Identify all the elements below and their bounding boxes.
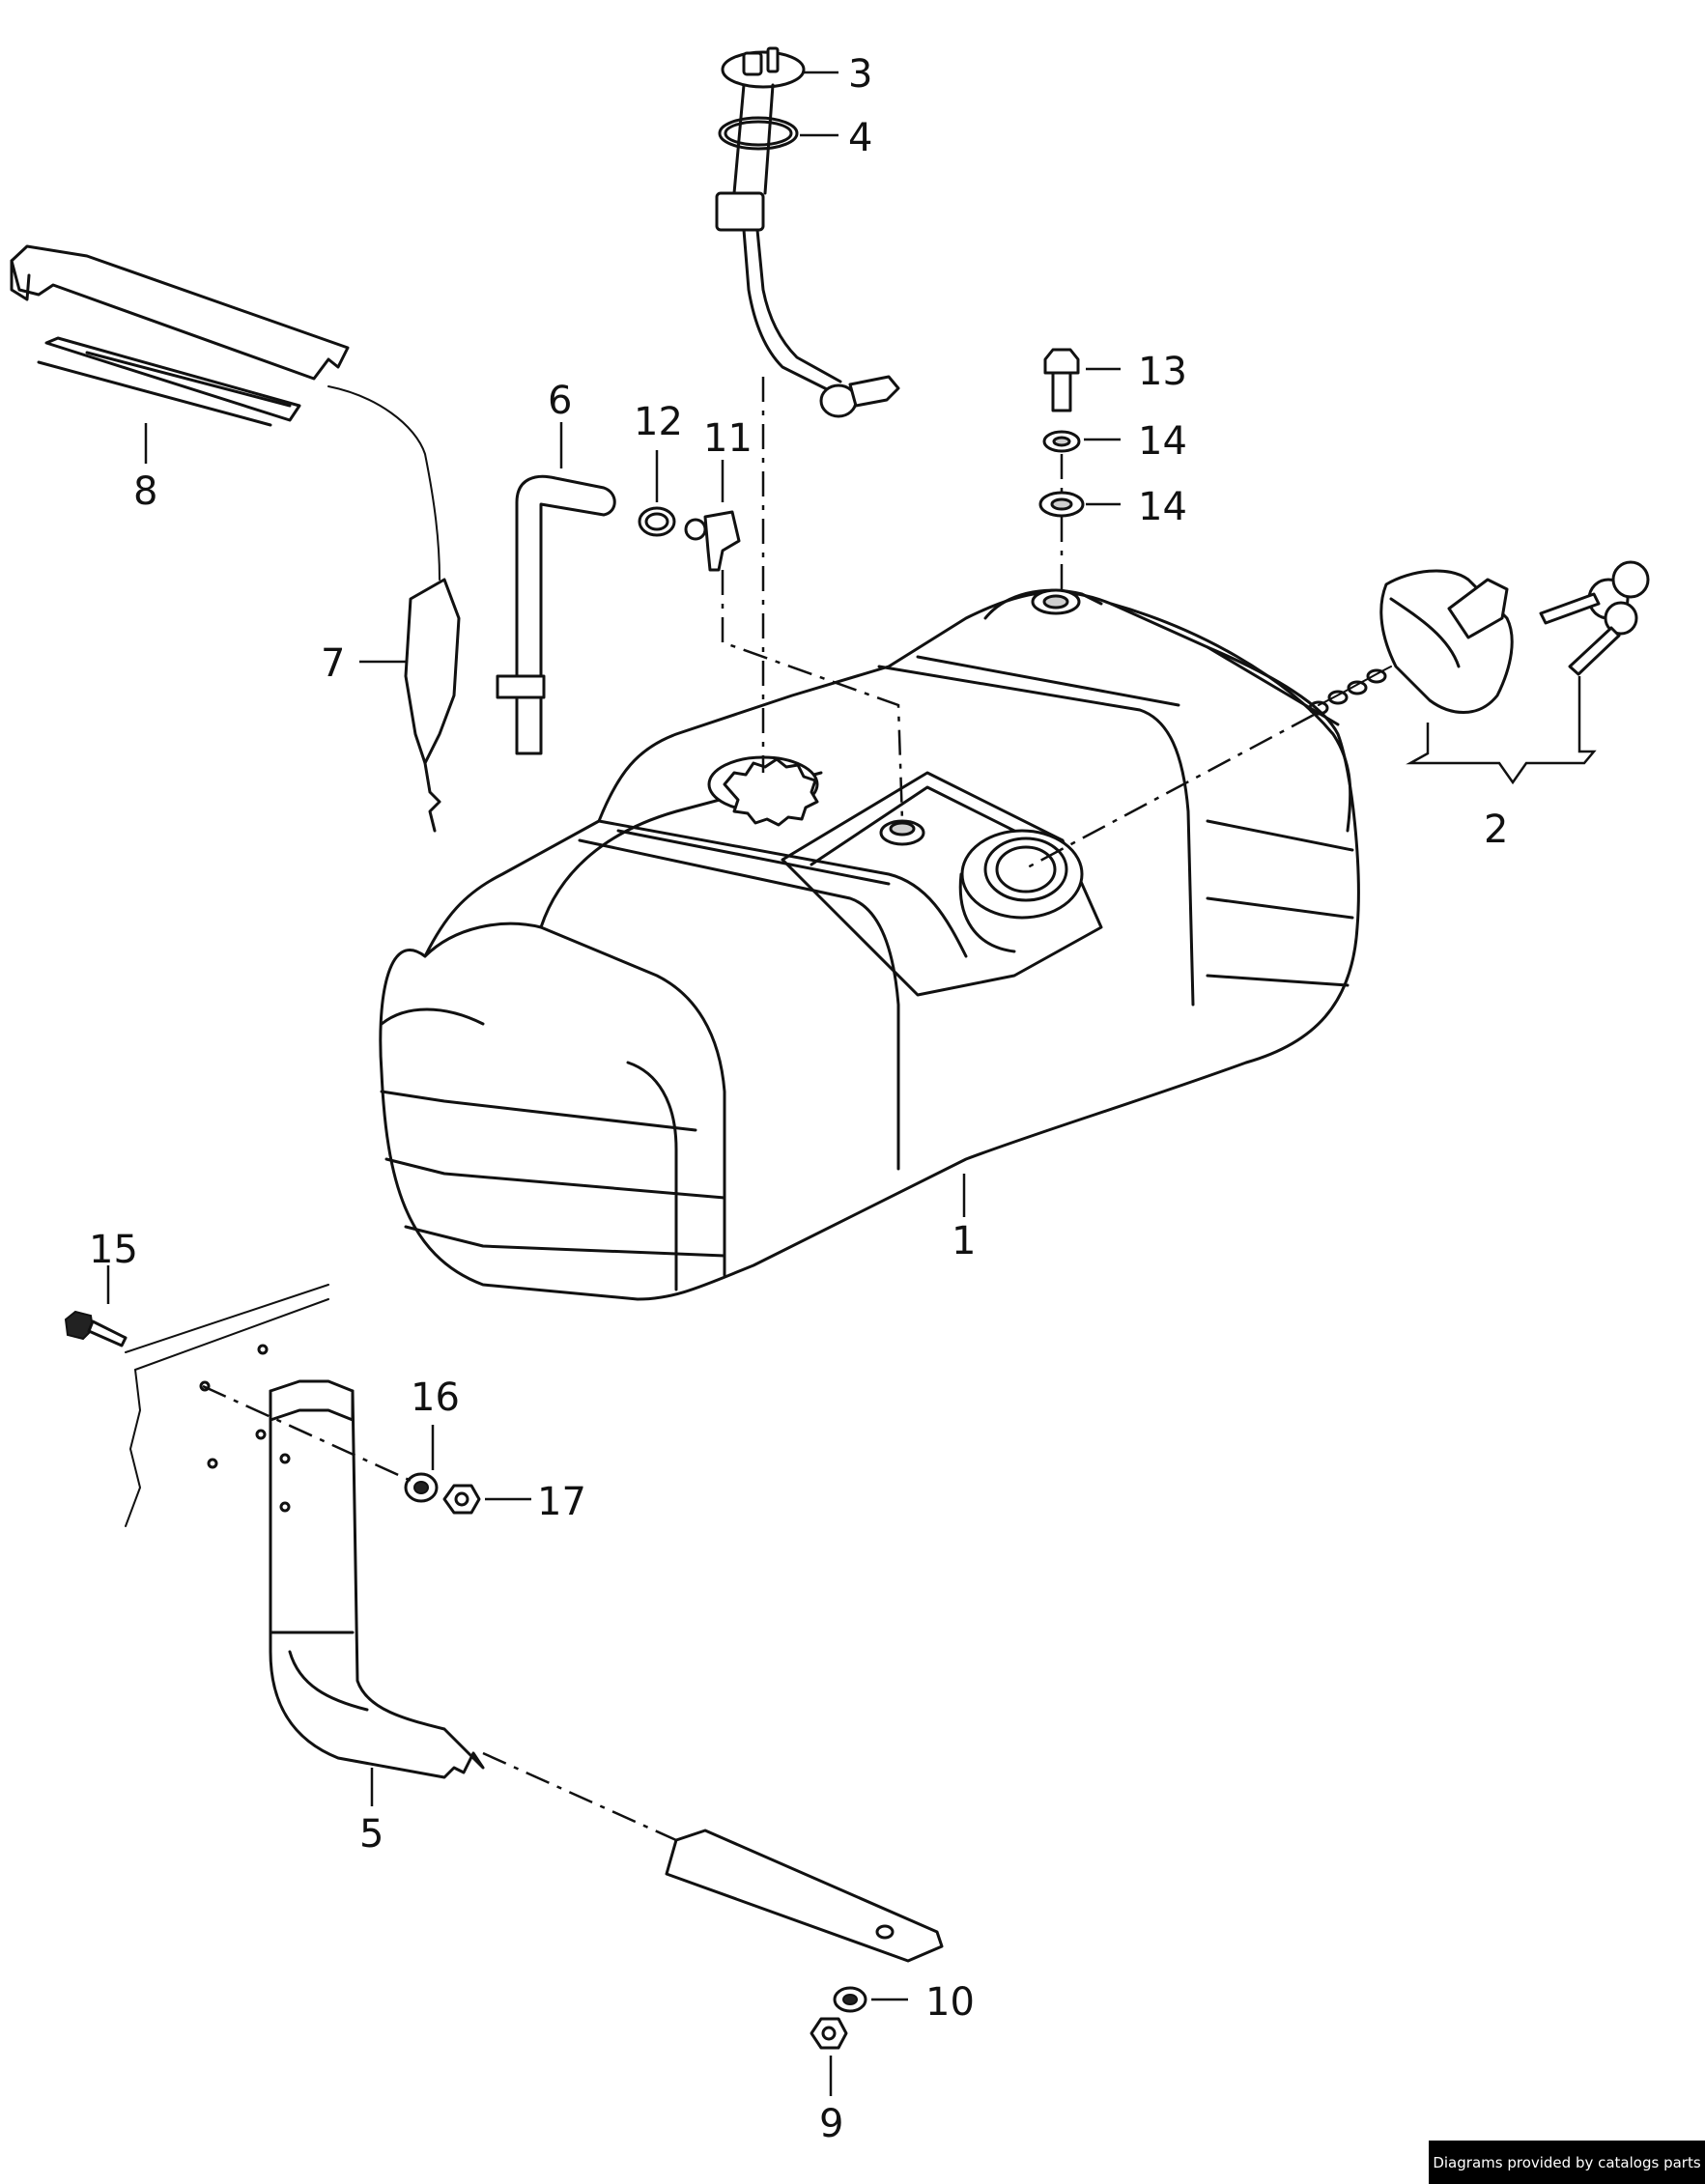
callout-11: 11 xyxy=(703,416,753,461)
footer-credit: Diagrams provided by catalogs parts xyxy=(1429,2141,1705,2184)
center-lines xyxy=(202,377,1315,1842)
tank-strap-upper xyxy=(10,244,461,833)
nut-17 xyxy=(442,1484,481,1515)
callout-2: 2 xyxy=(1484,808,1508,852)
callout-7: 7 xyxy=(321,641,345,686)
hose-clamp xyxy=(638,506,676,537)
callout-8: 8 xyxy=(133,469,157,514)
callout-1: 1 xyxy=(952,1219,976,1263)
bolt-15 xyxy=(64,1310,128,1347)
callout-14-upper: 14 xyxy=(1138,419,1187,464)
keys xyxy=(1539,560,1650,676)
bolt-13 xyxy=(1043,348,1080,412)
callouts: 3 4 13 14 14 6 12 11 8 7 2 1 15 16 17 5 … xyxy=(89,52,1508,2146)
callout-17: 17 xyxy=(537,1480,586,1524)
vent-hose xyxy=(496,474,616,755)
callout-4: 4 xyxy=(848,116,872,160)
washer-14-upper xyxy=(1042,430,1081,453)
callout-10: 10 xyxy=(925,1980,975,2025)
callout-12: 12 xyxy=(634,400,683,444)
fuel-level-sender xyxy=(715,46,900,418)
callout-6: 6 xyxy=(548,379,572,423)
tank-strap-lower xyxy=(269,1379,485,1779)
fuel-cap xyxy=(1308,569,1514,716)
strap-end-bracket xyxy=(665,1829,944,1963)
callout-15: 15 xyxy=(89,1228,138,1272)
body-panel xyxy=(125,1284,329,1527)
callout-3: 3 xyxy=(848,52,872,97)
vent-connector xyxy=(684,510,741,572)
callout-14-lower: 14 xyxy=(1138,485,1187,529)
washer-10 xyxy=(833,1986,867,2013)
callout-9: 9 xyxy=(819,2102,843,2146)
washer-16 xyxy=(404,1472,439,1503)
leader-lines xyxy=(106,71,1597,2096)
callout-16: 16 xyxy=(411,1376,460,1420)
washer-14-lower xyxy=(1038,491,1085,518)
nut-9 xyxy=(810,2017,848,2050)
callout-5: 5 xyxy=(359,1812,384,1857)
callout-13: 13 xyxy=(1138,350,1187,394)
fuel-tank xyxy=(379,588,1360,1301)
